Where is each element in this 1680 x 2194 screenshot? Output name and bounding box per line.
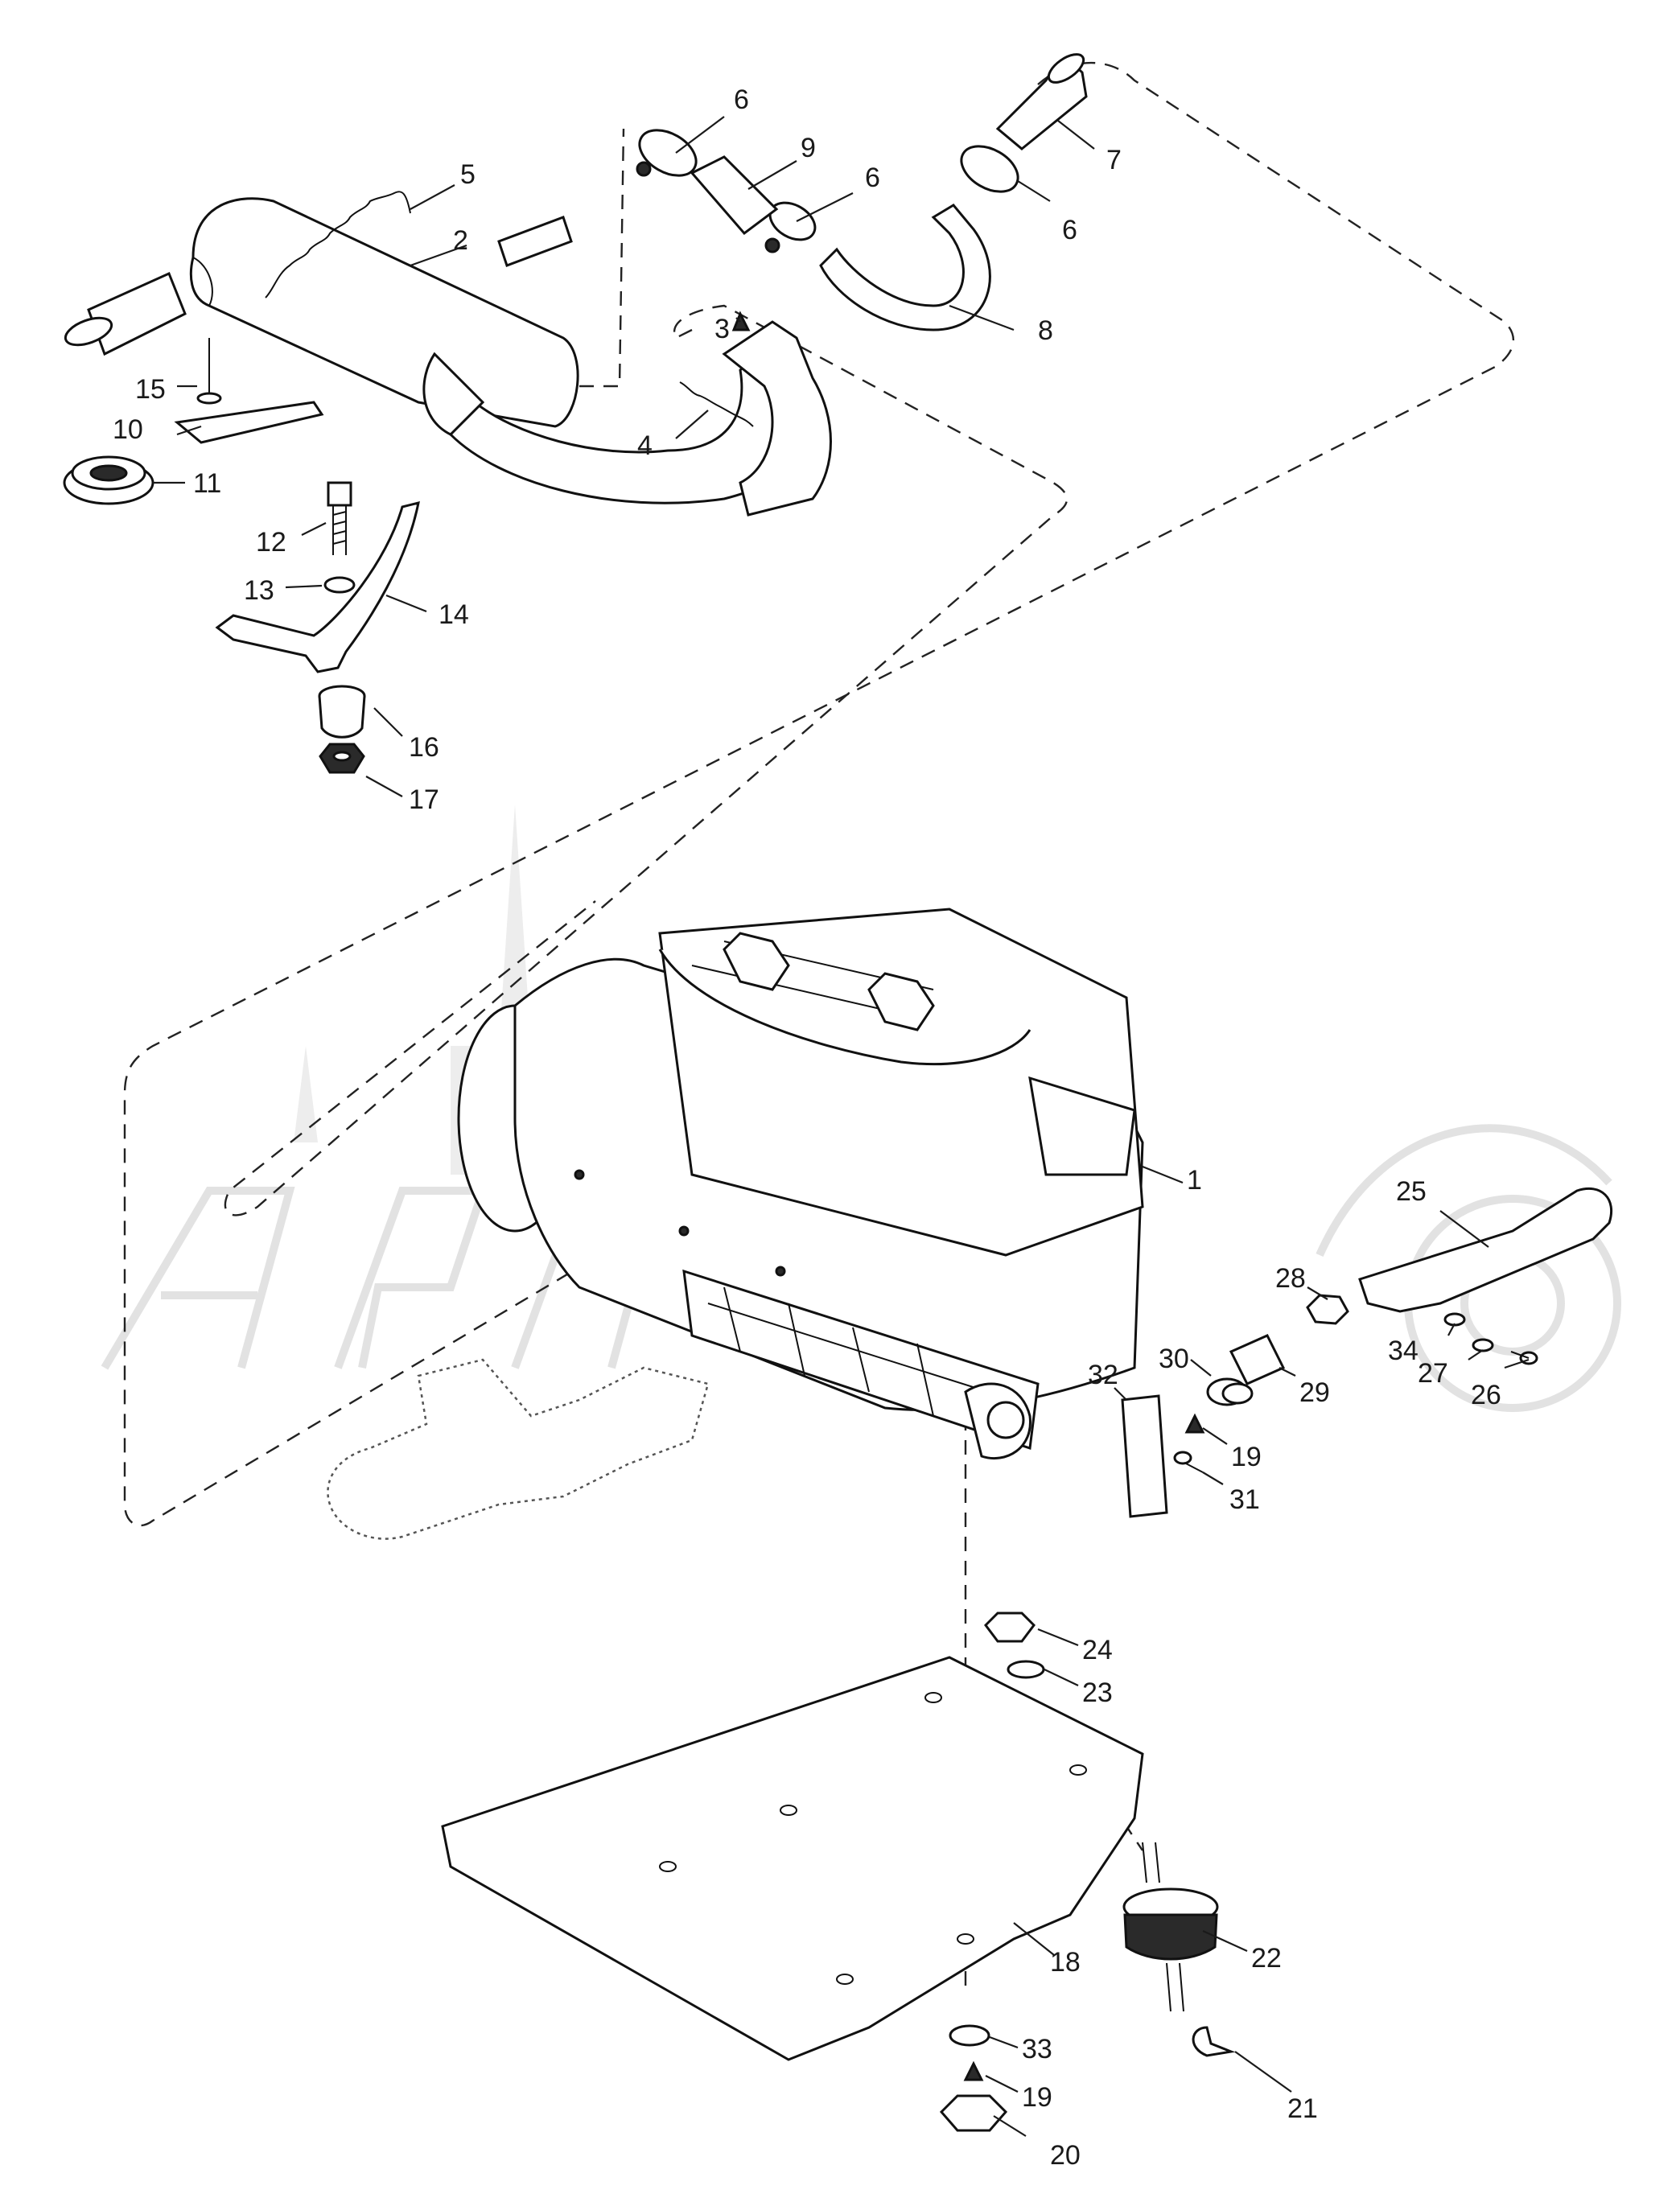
small-nut-19b	[963, 2060, 984, 2081]
exhaust-strap-14	[215, 500, 420, 673]
engine-mount-22	[1122, 1842, 1219, 2012]
callout-27: 27	[1418, 1358, 1448, 1389]
callout-8: 8	[1038, 315, 1053, 346]
elbow-7	[995, 53, 1088, 150]
callout-4: 4	[637, 430, 653, 461]
callout-26: 26	[1471, 1380, 1501, 1410]
washer-13	[323, 576, 356, 594]
nut-28	[1306, 1294, 1349, 1325]
callout-6c: 6	[1062, 215, 1077, 245]
callout-7: 7	[1106, 145, 1122, 175]
washer-33	[949, 2024, 990, 2047]
callout-22: 22	[1251, 1943, 1282, 1974]
callout-5: 5	[460, 159, 476, 190]
callout-6b: 6	[865, 163, 880, 193]
nut-20	[939, 2094, 1008, 2132]
tuned-pipe-section	[722, 320, 832, 517]
hose-8	[819, 204, 991, 331]
hose-clamp-6c	[960, 145, 1019, 193]
rivet-15-head	[196, 392, 222, 405]
grommet-11	[63, 455, 154, 505]
callout-9: 9	[801, 133, 816, 163]
nut-24	[984, 1612, 1036, 1643]
muffler-spring	[265, 191, 411, 298]
callout-13: 13	[244, 575, 274, 606]
callout-33: 33	[1022, 2034, 1052, 2064]
y-pipe-spring	[679, 381, 754, 427]
bolt-12	[327, 481, 352, 555]
callout-25: 25	[1396, 1176, 1427, 1207]
muffler	[64, 197, 810, 504]
callout-1: 1	[1187, 1165, 1202, 1196]
callout-19b: 19	[1022, 2082, 1052, 2113]
washer-23	[1007, 1660, 1045, 1679]
hose-clamp-6a	[636, 129, 698, 177]
engine-1	[457, 908, 1144, 1460]
callout-11: 11	[193, 468, 221, 499]
callout-19a: 19	[1231, 1442, 1262, 1472]
skid-plate-holes	[659, 1692, 1087, 1985]
washer-27	[1472, 1338, 1494, 1352]
rubber-mount-16	[318, 685, 366, 739]
callout-31: 31	[1229, 1484, 1260, 1515]
clip-21	[1192, 2026, 1236, 2057]
small-nut-3	[731, 311, 751, 331]
callout-30: 30	[1159, 1344, 1189, 1374]
callout-24: 24	[1082, 1635, 1113, 1665]
callout-14: 14	[439, 599, 469, 630]
callout-17: 17	[409, 784, 439, 815]
spacer-29	[1229, 1334, 1286, 1385]
callout-15: 15	[135, 374, 166, 405]
exhaust-manifold-ghost	[327, 1358, 710, 1540]
callout-labels: 1 2 3 4 5 6 6 6 7 8 9 10 11 12 13 14 15 …	[113, 84, 1501, 2171]
callout-34: 34	[1388, 1336, 1419, 1366]
callout-23: 23	[1082, 1677, 1113, 1708]
coupler-9	[690, 155, 779, 236]
knob-30	[1206, 1377, 1254, 1406]
skid-plate-18	[441, 1656, 1144, 2061]
plate-32	[1121, 1394, 1168, 1518]
assembly-outline-outer	[123, 61, 1514, 1527]
callout-29: 29	[1299, 1377, 1330, 1408]
hose-clamp-6b	[764, 201, 817, 253]
nut-17	[319, 743, 365, 774]
callout-3: 3	[714, 314, 730, 344]
small-nut-19a	[1184, 1413, 1205, 1434]
callout-2: 2	[453, 225, 468, 256]
screw-31	[1173, 1451, 1204, 1473]
callout-10: 10	[113, 414, 143, 445]
bracket-25	[1358, 1187, 1613, 1313]
muffler-bracket-10	[174, 401, 324, 444]
callout-32: 32	[1088, 1360, 1118, 1390]
callout-21: 21	[1287, 2093, 1318, 2124]
callout-6a: 6	[734, 84, 749, 115]
callout-28: 28	[1275, 1263, 1306, 1294]
washer-34	[1443, 1312, 1466, 1327]
callout-12: 12	[256, 527, 286, 558]
callout-20: 20	[1050, 2140, 1081, 2171]
leader-lines	[153, 116, 1530, 2137]
callout-18: 18	[1050, 1947, 1081, 1978]
callout-16: 16	[409, 732, 439, 763]
